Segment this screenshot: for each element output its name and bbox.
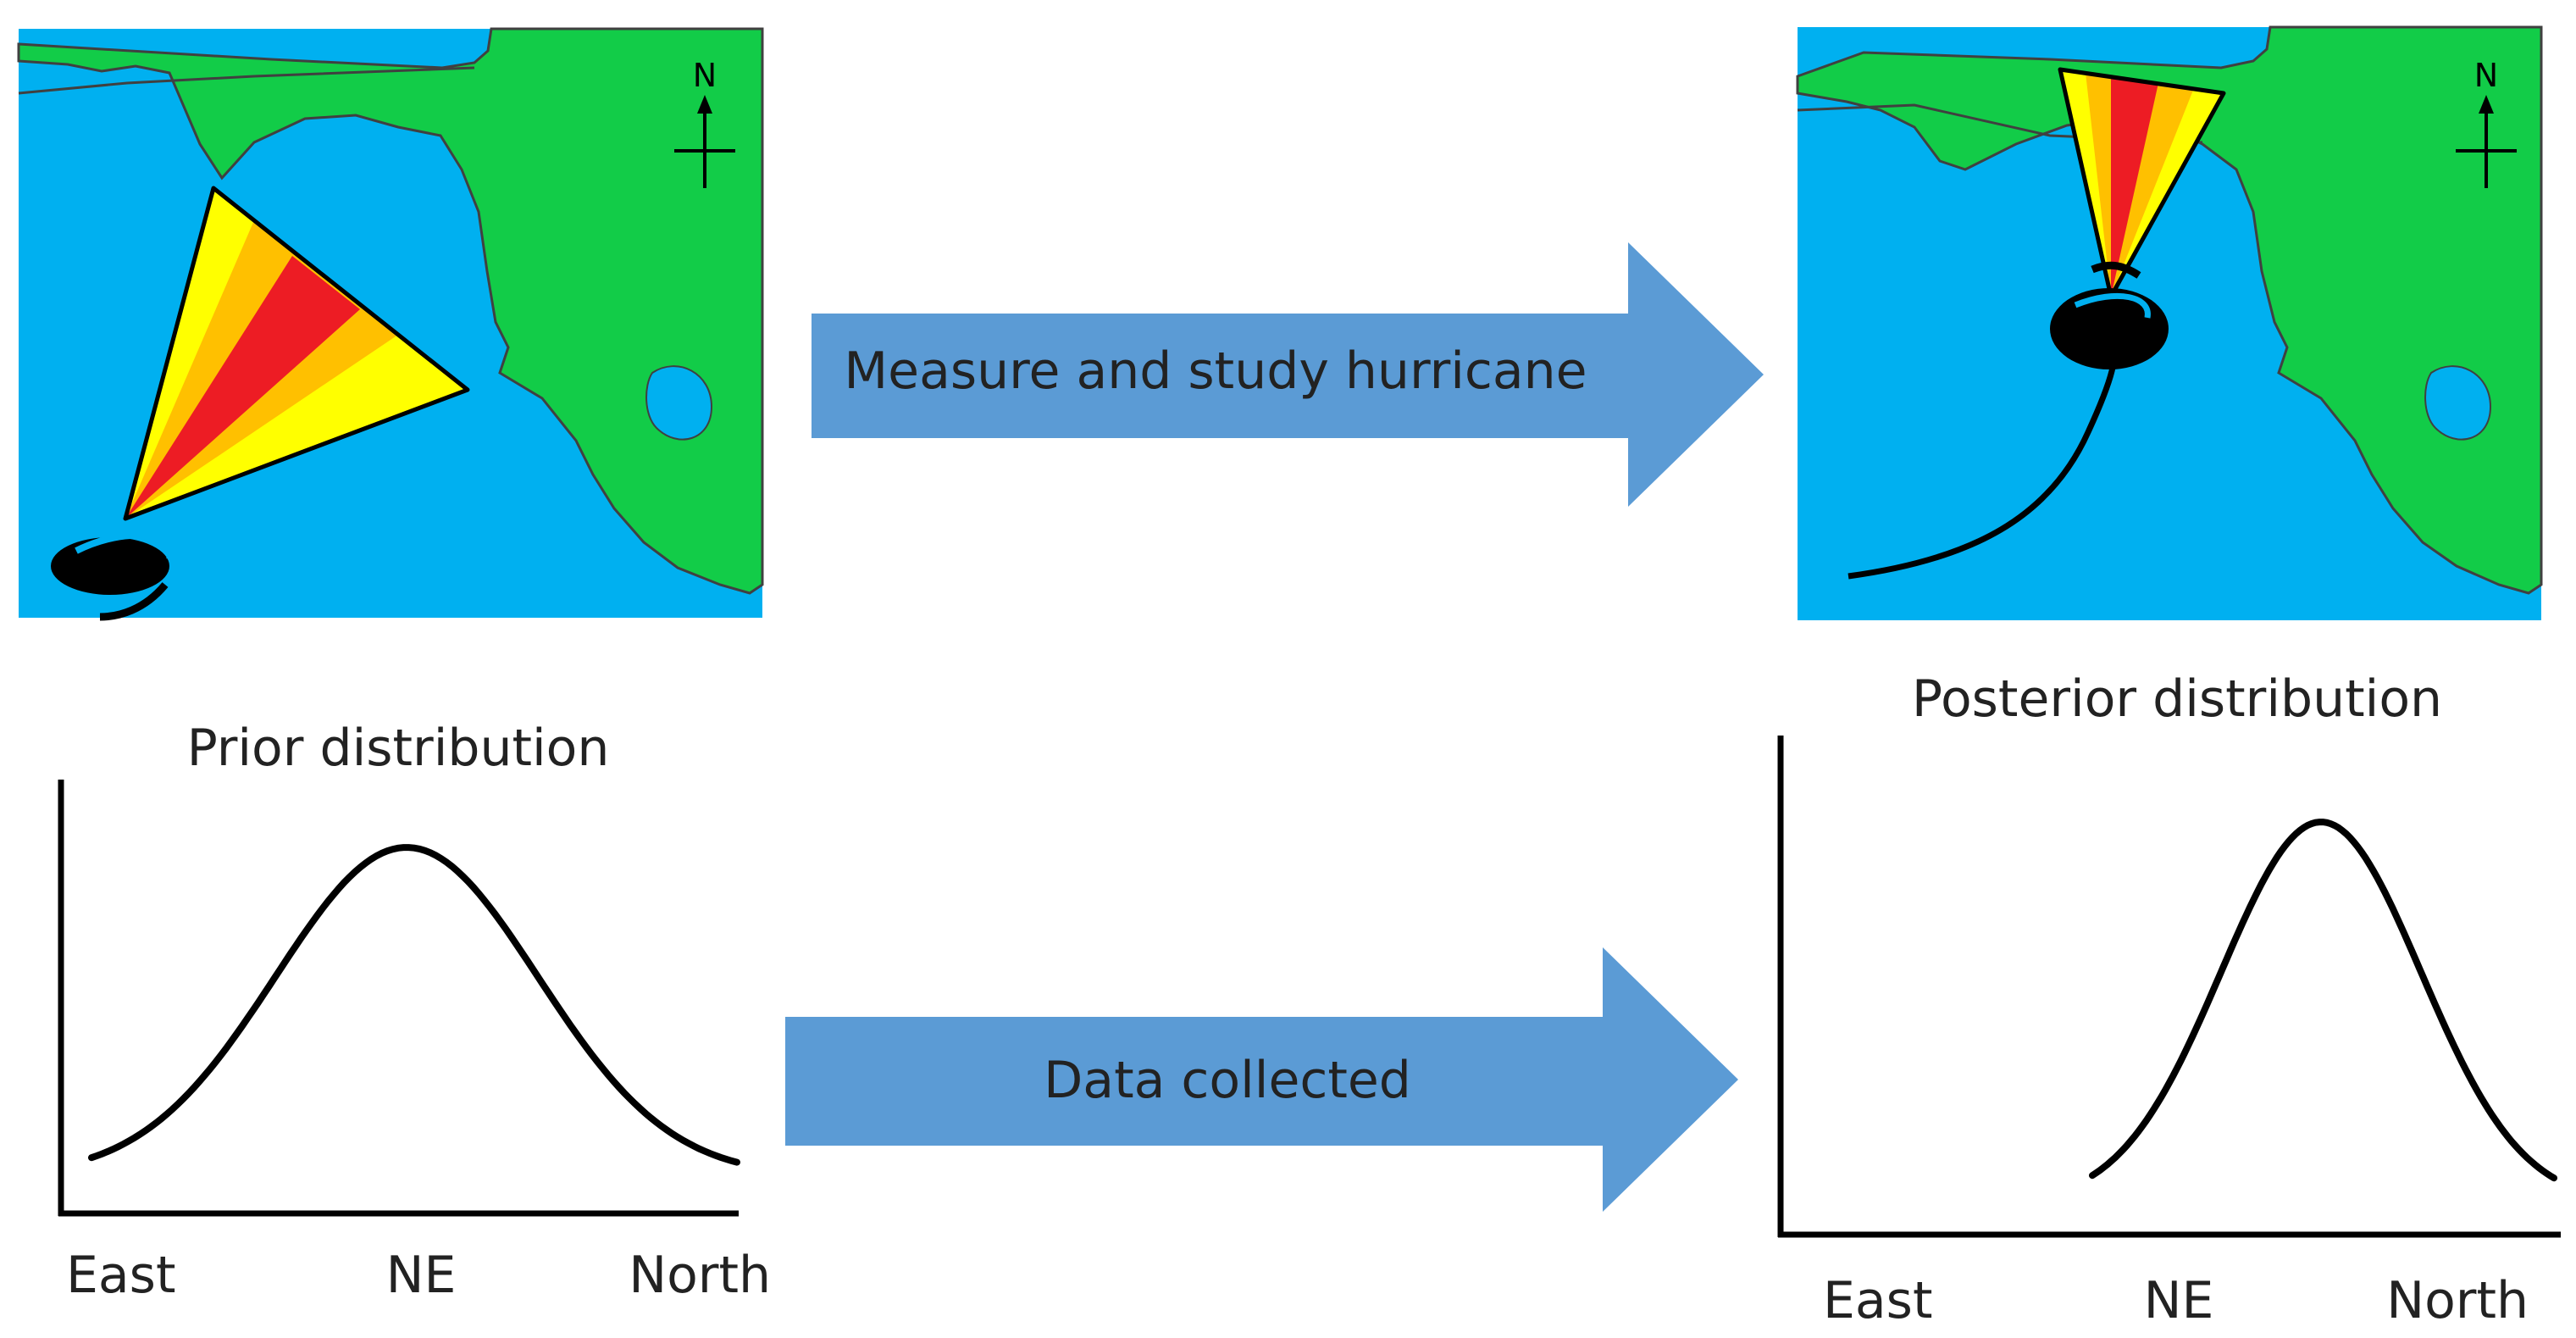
posterior-map: N — [1796, 25, 2543, 620]
posterior-forecast-cone — [2058, 67, 2226, 299]
prior-tick-east: East — [66, 1246, 175, 1305]
prior-cone-red — [125, 256, 360, 519]
prior-map-lake — [645, 365, 713, 441]
prior-map-state-border — [18, 66, 475, 95]
prior-curve — [88, 844, 740, 1166]
posterior-distribution-plot: Posterior distribution East NE North — [1777, 669, 2561, 1330]
prior-tick-north: North — [629, 1246, 771, 1305]
posterior-cone-outline — [2058, 67, 2226, 299]
prior-storm-icon — [51, 531, 175, 621]
data-arrow-label: Data collected — [1044, 1051, 1411, 1110]
posterior-tick-north: North — [2386, 1271, 2529, 1330]
prior-map-florida-land — [17, 27, 764, 595]
prior-tick-ne: NE — [386, 1246, 457, 1305]
data-arrow: Data collected — [785, 947, 1738, 1212]
measure-arrow-label: Measure and study hurricane — [844, 341, 1587, 401]
posterior-title: Posterior distribution — [1912, 669, 2442, 729]
measure-arrow-shape — [812, 242, 1764, 507]
posterior-compass-icon: N — [2456, 57, 2517, 188]
posterior-curve — [2089, 819, 2557, 1182]
posterior-map-florida-land — [1796, 25, 2543, 595]
data-arrow-shape — [785, 947, 1738, 1212]
posterior-compass-label: N — [2474, 57, 2498, 94]
prior-distribution-plot: Prior distribution East NE North — [58, 719, 771, 1305]
posterior-map-lake — [2424, 365, 2492, 441]
prior-map: N — [17, 27, 764, 621]
posterior-tick-ne: NE — [2144, 1271, 2214, 1330]
prior-forecast-cone — [123, 186, 470, 521]
posterior-tick-east: East — [1823, 1271, 1932, 1330]
prior-compass-icon: N — [674, 57, 735, 188]
posterior-cone-red — [2111, 76, 2158, 297]
prior-title: Prior distribution — [187, 719, 610, 778]
measure-arrow: Measure and study hurricane — [812, 242, 1764, 507]
prior-compass-label: N — [693, 57, 717, 94]
posterior-storm-icon — [2050, 261, 2169, 369]
prior-cone-outline — [123, 186, 470, 521]
